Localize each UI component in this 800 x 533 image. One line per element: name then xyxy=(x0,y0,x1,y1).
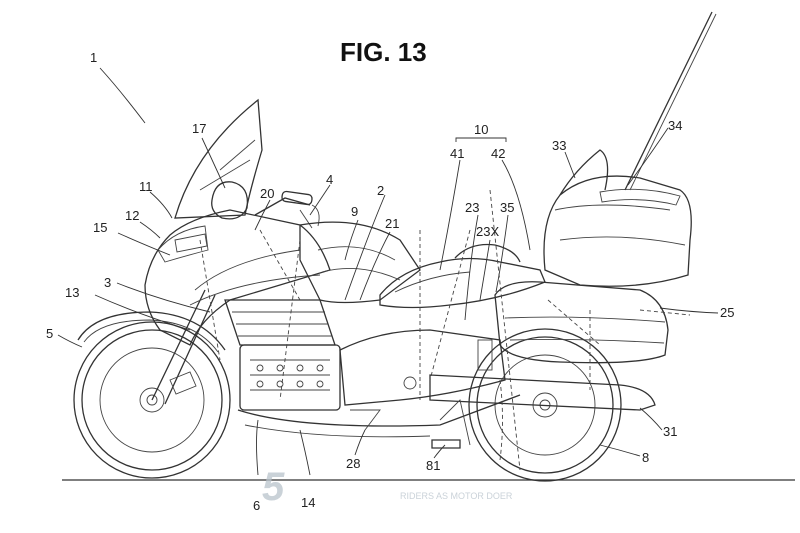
label-14: 14 xyxy=(301,495,315,510)
label-5: 5 xyxy=(46,326,53,341)
mirror xyxy=(211,181,249,220)
seat xyxy=(379,243,546,309)
label-20: 20 xyxy=(260,186,274,201)
rear-wheel xyxy=(468,328,622,482)
label-81: 81 xyxy=(426,458,440,473)
label-3: 3 xyxy=(104,275,111,290)
label-4: 4 xyxy=(326,172,333,187)
label-31: 31 xyxy=(663,424,677,439)
antenna xyxy=(624,11,713,191)
front-fork xyxy=(151,289,216,405)
label-2: 2 xyxy=(377,183,384,198)
fuel-tank xyxy=(299,221,421,304)
saddlebag xyxy=(494,281,669,364)
label-25: 25 xyxy=(720,305,734,320)
internal-dashed-lines xyxy=(199,189,691,471)
label-35: 35 xyxy=(500,200,514,215)
front-wheel xyxy=(73,321,231,479)
label-23: 23 xyxy=(465,200,479,215)
label-41: 41 xyxy=(450,146,464,161)
handlebar xyxy=(254,190,320,229)
label-10: 10 xyxy=(474,122,488,137)
label-11: 11 xyxy=(139,179,153,194)
label-28: 28 xyxy=(346,456,360,471)
top-case xyxy=(543,149,692,287)
label-21: 21 xyxy=(385,216,399,231)
label-15: 15 xyxy=(93,220,107,235)
label-9: 9 xyxy=(351,204,358,219)
windscreen xyxy=(174,98,263,219)
watermark: 5 RIDERS AS MOTOR DOER xyxy=(262,465,513,509)
label-13: 13 xyxy=(65,285,79,300)
figure-title: FIG. 13 xyxy=(340,37,427,67)
label-17: 17 xyxy=(192,121,206,136)
lower-frame xyxy=(237,329,656,449)
label-6: 6 xyxy=(253,498,260,513)
label-33: 33 xyxy=(552,138,566,153)
front-fairing xyxy=(144,209,331,346)
watermark-caption: RIDERS AS MOTOR DOER xyxy=(400,491,513,501)
label-1: 1 xyxy=(90,50,97,65)
leader-lines xyxy=(57,67,719,476)
label-34: 34 xyxy=(668,118,682,133)
label-42: 42 xyxy=(491,146,505,161)
reference-labels: 1 2 3 4 5 6 8 9 10 11 12 13 14 15 17 20 … xyxy=(46,50,734,513)
watermark-logo: 5 xyxy=(262,465,285,509)
engine xyxy=(224,299,341,411)
label-12: 12 xyxy=(125,208,139,223)
label-8: 8 xyxy=(642,450,649,465)
label-23x: 23X xyxy=(476,224,499,239)
